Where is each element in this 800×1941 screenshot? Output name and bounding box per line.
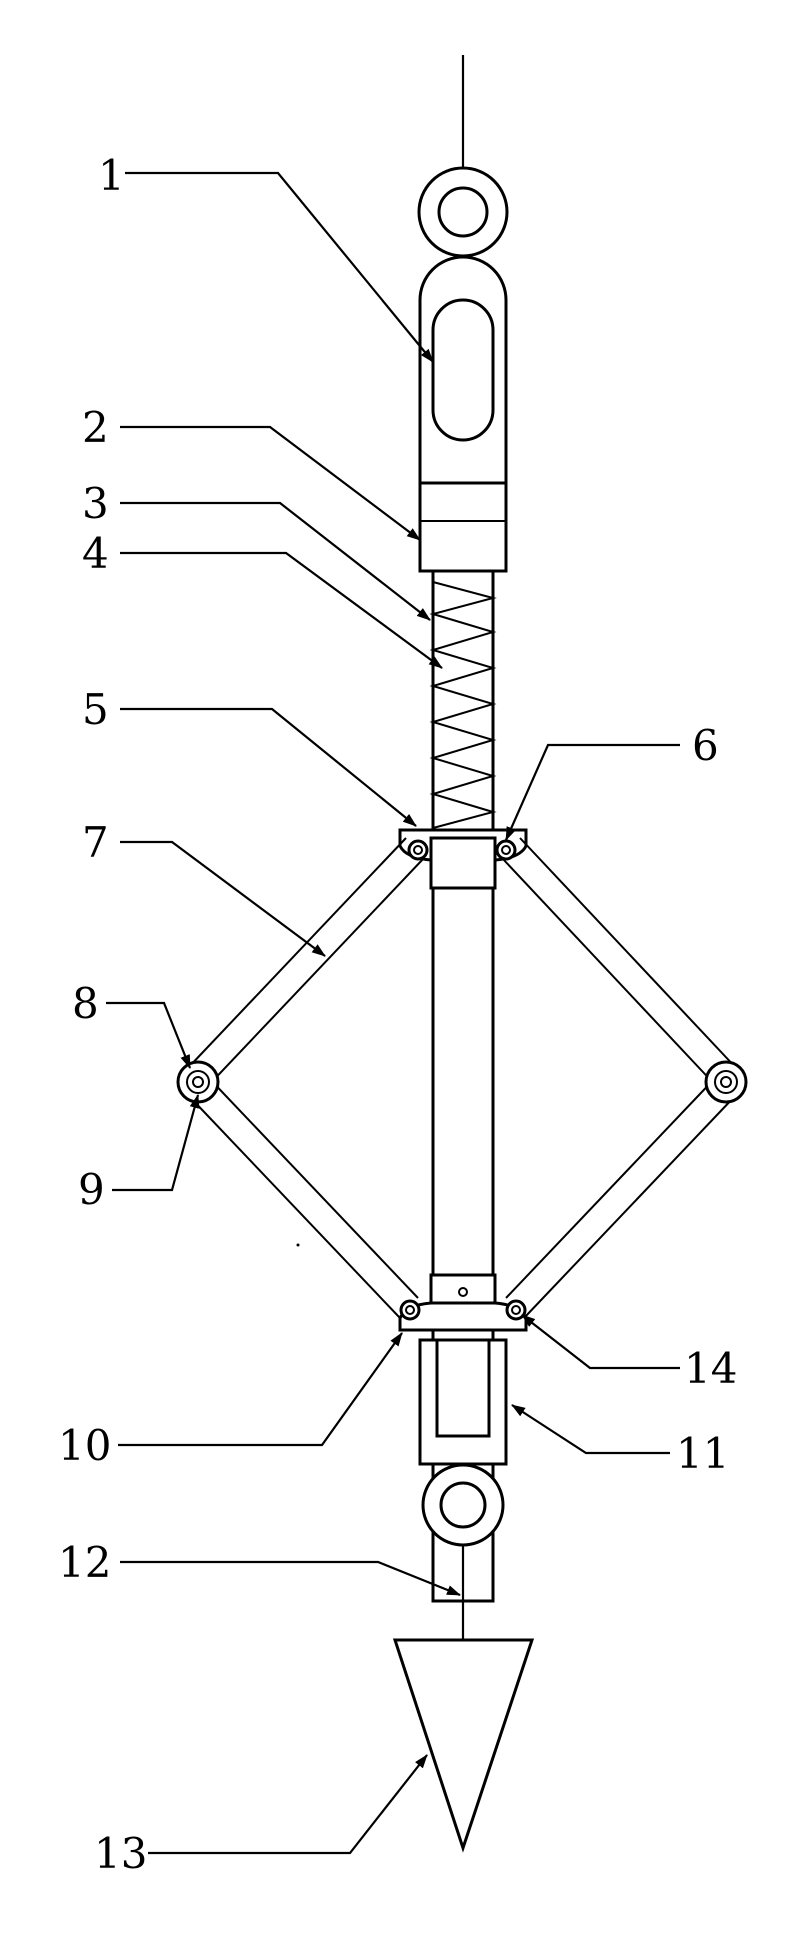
leader-13	[148, 1754, 428, 1855]
lower-collar	[398, 1273, 528, 1332]
right-knee-joint	[704, 1060, 748, 1104]
upper-left-arm	[185, 837, 425, 1089]
label-9: 9	[78, 1165, 105, 1214]
leader-8	[106, 1001, 192, 1069]
label-5: 5	[82, 685, 109, 734]
leader-12	[120, 1560, 461, 1597]
label-3: 3	[82, 479, 109, 528]
label-7: 7	[82, 818, 109, 867]
spring-sleeve	[418, 481, 508, 573]
leader-14	[521, 1314, 680, 1370]
upper-right-arm	[501, 837, 739, 1089]
label-10: 10	[58, 1421, 111, 1470]
lower-right-arm	[505, 1074, 737, 1319]
compression-spring	[429, 581, 497, 829]
lower-left-pivot	[399, 1299, 421, 1321]
bottom-ring	[421, 1463, 505, 1547]
leader-1	[125, 171, 434, 363]
leader-4	[120, 551, 443, 669]
top-shackle	[418, 255, 508, 485]
upper-right-pivot	[495, 839, 517, 861]
label-2: 2	[82, 403, 109, 452]
leader-11	[511, 1404, 670, 1455]
label-6: 6	[692, 721, 719, 770]
label-8: 8	[72, 979, 99, 1028]
left-knee-joint	[176, 1060, 220, 1104]
top-ring	[417, 166, 509, 258]
label-1: 1	[98, 151, 125, 200]
upper-collar	[398, 828, 528, 890]
leader-6	[504, 743, 680, 841]
leader-2	[120, 425, 421, 541]
label-12: 12	[58, 1538, 111, 1587]
upper-left-pivot	[407, 839, 429, 861]
cone-weight	[392, 1638, 535, 1853]
leader-3	[120, 501, 431, 621]
label-13: 13	[94, 1829, 147, 1878]
lower-housing	[418, 1338, 508, 1466]
label-14: 14	[684, 1344, 737, 1393]
leader-10	[118, 1332, 403, 1447]
label-11: 11	[676, 1429, 729, 1478]
stray-dot	[296, 1243, 300, 1247]
leader-7	[120, 840, 326, 957]
leader-9	[112, 1094, 200, 1192]
lower-right-pivot	[505, 1299, 527, 1321]
lower-left-arm	[187, 1074, 419, 1319]
leader-5	[120, 707, 417, 827]
label-4: 4	[82, 529, 109, 578]
